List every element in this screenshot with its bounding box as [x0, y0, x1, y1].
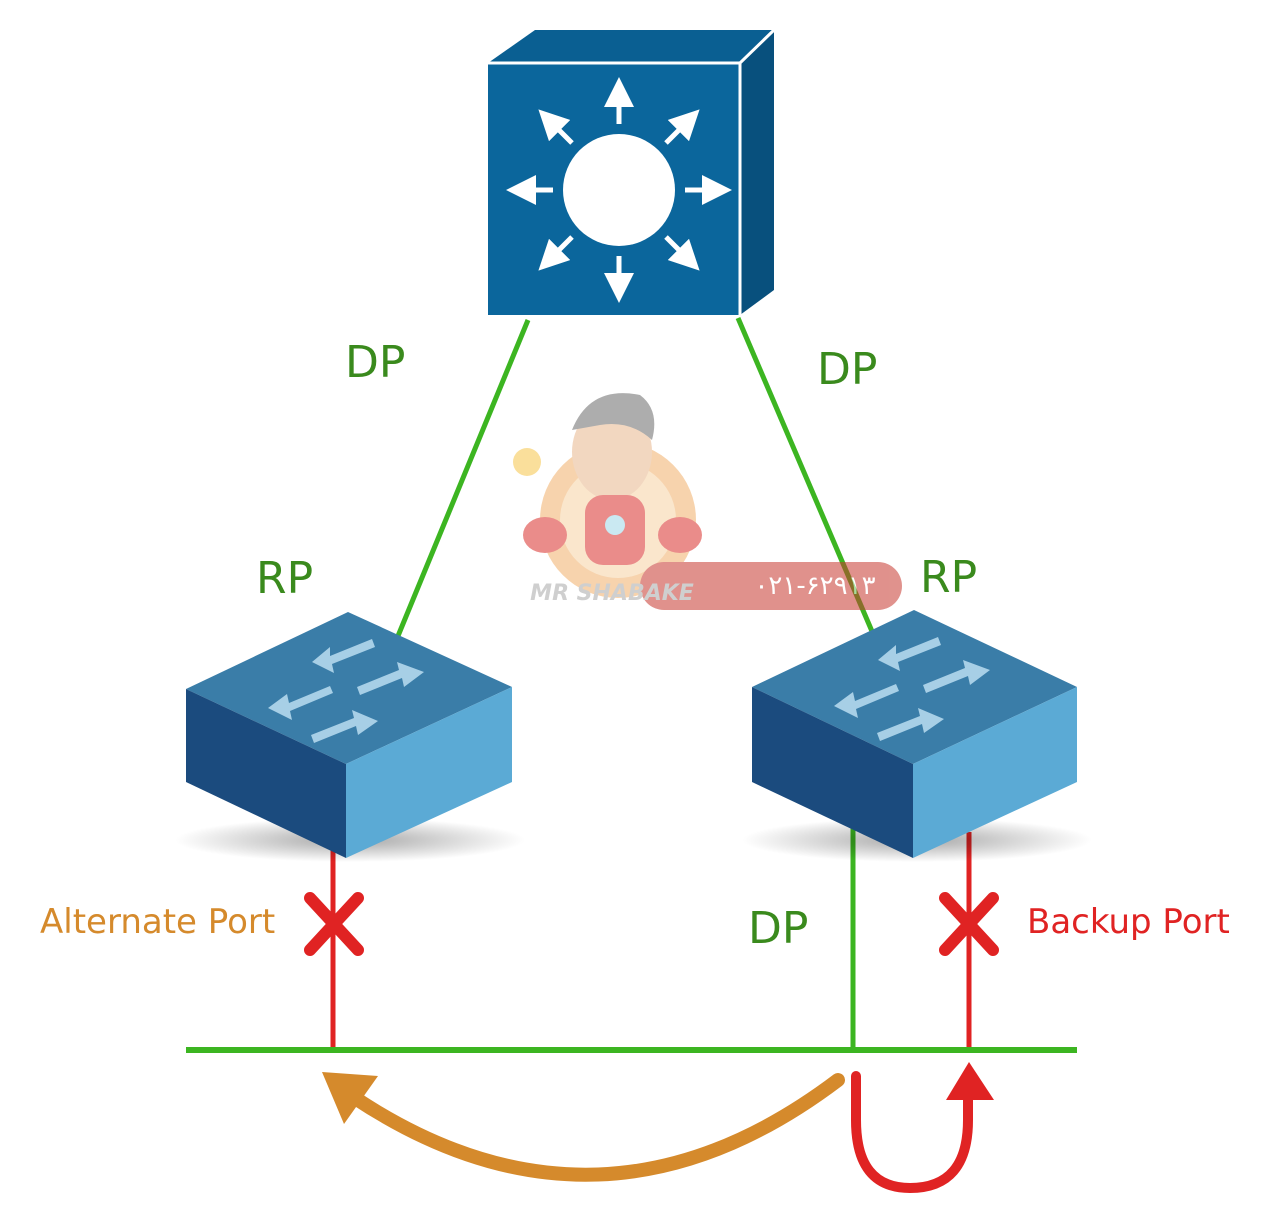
dp-label-left: DP: [345, 337, 405, 388]
link-root-to-left-switch: [395, 319, 531, 637]
watermark-brand: MR SHABAKE: [530, 581, 694, 606]
right-workgroup-switch-icon: [742, 610, 1092, 862]
backup-path-arrow-icon: [851, 1062, 994, 1194]
alternate-path-arrow-icon: [322, 1072, 845, 1182]
backup-port-label: Backup Port: [1027, 902, 1230, 942]
alternate-port-label: Alternate Port: [40, 902, 275, 942]
rp-label-left: RP: [256, 553, 313, 604]
dp-label-right: DP: [817, 344, 877, 395]
rp-label-right: RP: [920, 552, 977, 603]
backup-port-x-cross-icon: [939, 892, 999, 956]
left-workgroup-switch-icon: [175, 612, 525, 862]
watermark-phone: ۰۲۱-۶۲۹۱۳: [754, 571, 875, 601]
mr-shabake-watermark: ۰۲۱-۶۲۹۱۳ MR SHABAKE: [513, 393, 902, 610]
dp-label-bottom: DP: [748, 903, 808, 954]
root-multilayer-switch-icon: [488, 28, 776, 315]
alternate-port-x-cross-icon: [304, 892, 364, 956]
